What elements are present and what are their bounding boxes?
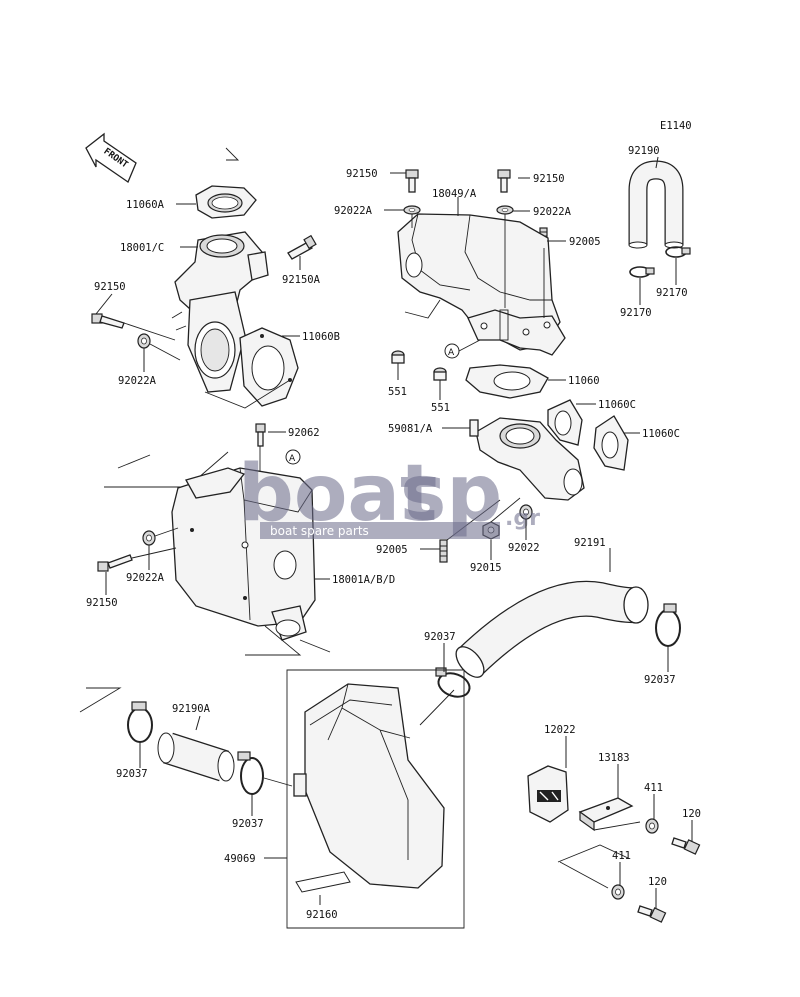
leader-lines [95,156,693,908]
watermark-logo: boat sp .gr boat spare parts [238,449,540,539]
label-12022: 12022 [544,724,576,736]
label-92170-a: 92170 [620,307,652,319]
label-13183: 13183 [598,752,630,764]
clamp-92037-d [237,751,264,795]
label-92015: 92015 [470,562,502,574]
label-92037-a: 92037 [424,631,456,643]
exhaust-elbow-18001C [171,231,269,393]
gasket-11060C-b [593,415,629,471]
exhaust-pipe-59081A [469,417,585,501]
label-92022A-left: 92022A [118,375,157,387]
gasket-11060B [239,327,299,407]
gasket-11060C-a [547,399,583,446]
label-92191: 92191 [574,537,606,549]
label-92005-top: 92005 [569,236,601,248]
label-92005-mid: 92005 [376,544,408,556]
washer-92022A-mid [142,530,156,546]
label-92022A-mid: 92022A [126,572,165,584]
label-92037-d: 92037 [232,818,264,830]
clamp-92037-a [435,667,471,698]
label-120-a: 120 [682,808,701,820]
label-92037-b: 92037 [644,674,676,686]
washer-411-a [645,818,659,834]
label-92022: 92022 [508,542,540,554]
diagram-code: E1140 [660,120,692,132]
dowel-551-a [391,350,405,364]
clamp-92037-b [655,603,681,647]
gasket-11060A [195,147,257,219]
label-18049A: 18049/A [432,188,477,200]
label-11060C-b: 11060C [642,428,680,440]
ref-marker-A-top: A [444,339,481,359]
label-92150-top: 92150 [346,168,378,180]
washer-92022A-left [137,333,151,349]
clamp-92037-c [127,701,153,743]
part-labels: 11060A 18001/C 92150A 92150 11060B 92022… [86,145,701,921]
washer-92022A-top [403,205,421,215]
muffler-49069 [293,683,445,889]
washer-92022A-topright [496,205,514,215]
label-411-b: 411 [612,850,631,862]
svg-text:A: A [289,454,296,464]
bolt-92150A [287,234,317,260]
label-92190A: 92190A [172,703,211,715]
label-92037-c: 92037 [116,768,148,780]
bolt-92062 [255,423,266,447]
label-11060B: 11060B [302,331,340,343]
label-18001ABD: 18001A/B/D [332,574,395,586]
label-18001C: 18001/C [120,242,164,254]
label-92150A: 92150A [282,274,321,286]
label-120-b: 120 [648,876,667,888]
label-92022A-topright: 92022A [533,206,572,218]
plate-12022 [527,765,569,823]
label-411-a: 411 [644,782,663,794]
svg-text:A: A [448,348,455,358]
clamp-92170-b [665,246,691,258]
label-92150-left: 92150 [94,281,126,293]
hose-92191 [455,580,649,678]
label-551-a: 551 [388,386,407,398]
screw-120-b [637,905,667,923]
label-92022A-top: 92022A [334,205,373,217]
dowel-551-b [433,367,447,381]
washer-92022 [519,504,533,520]
label-92160 [295,871,351,893]
label-59081A: 59081/A [388,423,433,435]
hose-92190 [628,160,684,249]
label-92170-b: 92170 [656,287,688,299]
label-92160: 92160 [306,909,338,921]
label-92062: 92062 [288,427,320,439]
bolt-92150-top [405,169,419,193]
label-92150-mid: 92150 [86,597,118,609]
screw-120-a [671,837,701,855]
stud-92005-mid [439,539,448,563]
label-11060C-a: 11060C [598,399,636,411]
washer-411-b [611,884,625,900]
label-49069: 49069 [224,853,256,865]
badge-13183 [578,797,634,832]
clamp-92170-a [629,266,655,278]
label-551-b: 551 [431,402,450,414]
svg-text:boat spare parts: boat spare parts [270,524,369,538]
label-11060: 11060 [568,375,600,387]
label-92150-topright: 92150 [533,173,565,185]
front-arrow-icon: FRONT [85,132,137,183]
hose-92190A [157,732,235,782]
ref-marker-A-mid: A [285,449,301,465]
water-box-18001ABD [171,467,316,641]
bolt-92150-mid [97,554,133,572]
exhaust-manifold-18049A [397,213,566,356]
svg-text:.gr: .gr [505,506,540,531]
bolt-92150-topright [497,169,511,193]
label-92190: 92190 [628,145,660,157]
label-11060A: 11060A [126,199,165,211]
bolt-92150-left [91,313,125,329]
gasket-11060 [465,364,549,399]
